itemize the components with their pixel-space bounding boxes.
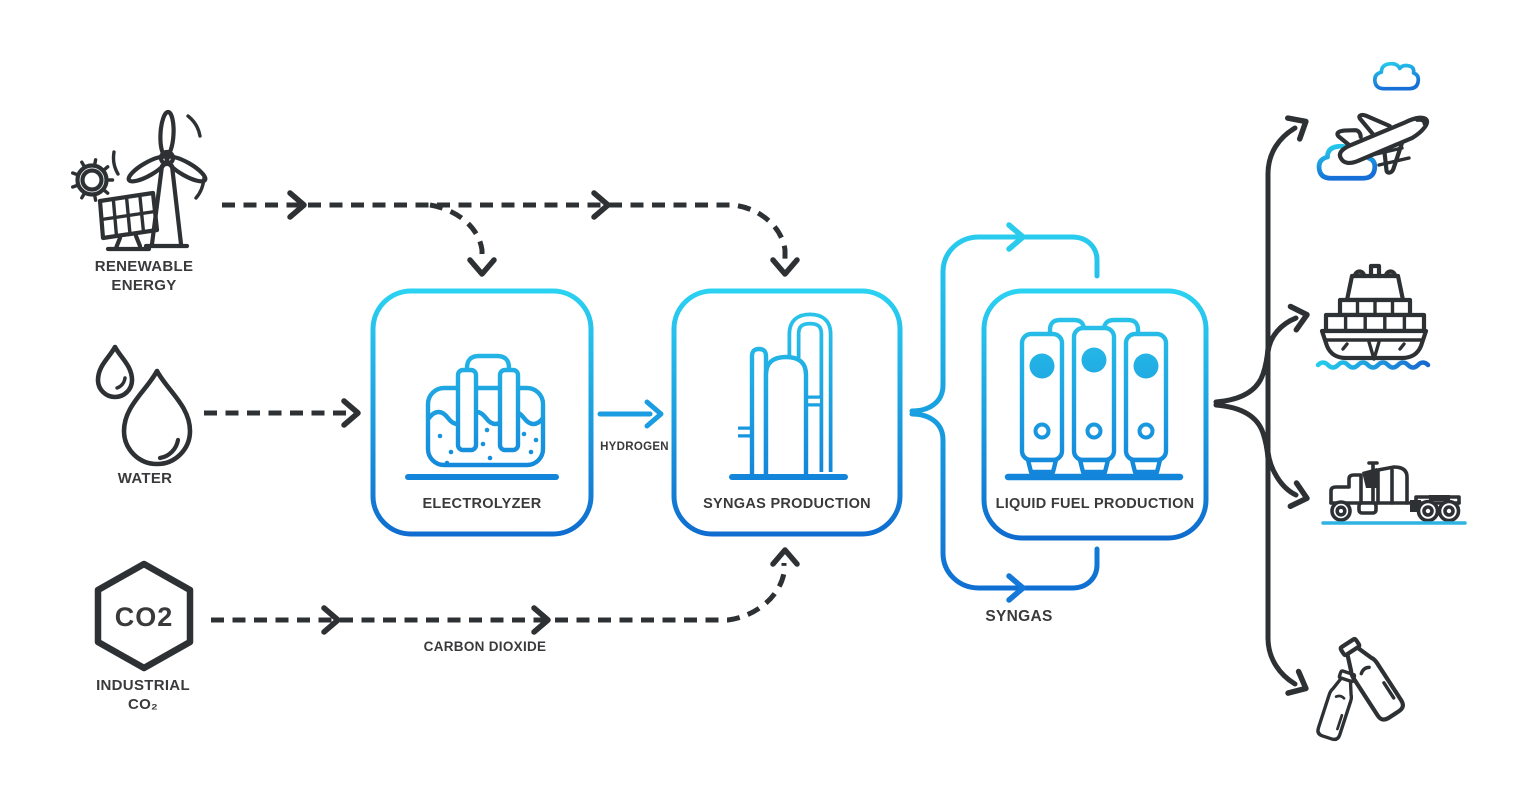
syngas-reactor-icon: [729, 312, 848, 480]
water-label: WATER: [117, 470, 173, 487]
renewable-energy-label-line2: ENERGY: [111, 277, 177, 294]
truck-icon: [1321, 461, 1467, 525]
electrolyzer-label: ELECTROLYZER: [422, 496, 542, 512]
co2-hexagon-icon: [94, 560, 194, 672]
renewable-energy-label-line1: RENEWABLE: [94, 258, 194, 275]
flow-renewable-to-processes: [222, 193, 797, 274]
syngas-flow-label: SYNGAS: [985, 608, 1053, 625]
hydrogen-flow-label: HYDROGEN: [600, 441, 669, 453]
industrial-co2-label-line1: INDUSTRIAL: [96, 677, 190, 694]
bottles-icon: [1316, 637, 1405, 742]
carbon-dioxide-flow-label: CARBON DIOXIDE: [423, 639, 547, 654]
fuel-tanks-icon: [1004, 317, 1184, 481]
renewable-energy-label: RENEWABLE ENERGY: [54, 257, 234, 295]
industrial-co2-label: INDUSTRIAL CO₂: [53, 676, 233, 714]
flow-water-to-electrolyzer: [204, 401, 358, 425]
ship-icon: [1315, 263, 1431, 370]
hydrogen-arrow: [597, 402, 661, 426]
co2-badge: CO2: [114, 602, 174, 632]
liquid-fuel-production-label: LIQUID FUEL PRODUCTION: [995, 496, 1195, 512]
flow-co2-to-syngas: [211, 550, 797, 632]
cloud-icon: [1372, 61, 1421, 91]
water-icon: [95, 344, 193, 467]
syngas-production-label: SYNGAS PRODUCTION: [703, 496, 871, 512]
airplane-icon: [1319, 61, 1430, 185]
renewable-energy-icon: [71, 109, 208, 252]
electrolyzer-icon: [405, 353, 559, 480]
industrial-co2-label-line2: CO₂: [127, 696, 159, 713]
outputs-fan: [1213, 111, 1312, 699]
syngas-split-brace: [909, 225, 1100, 600]
